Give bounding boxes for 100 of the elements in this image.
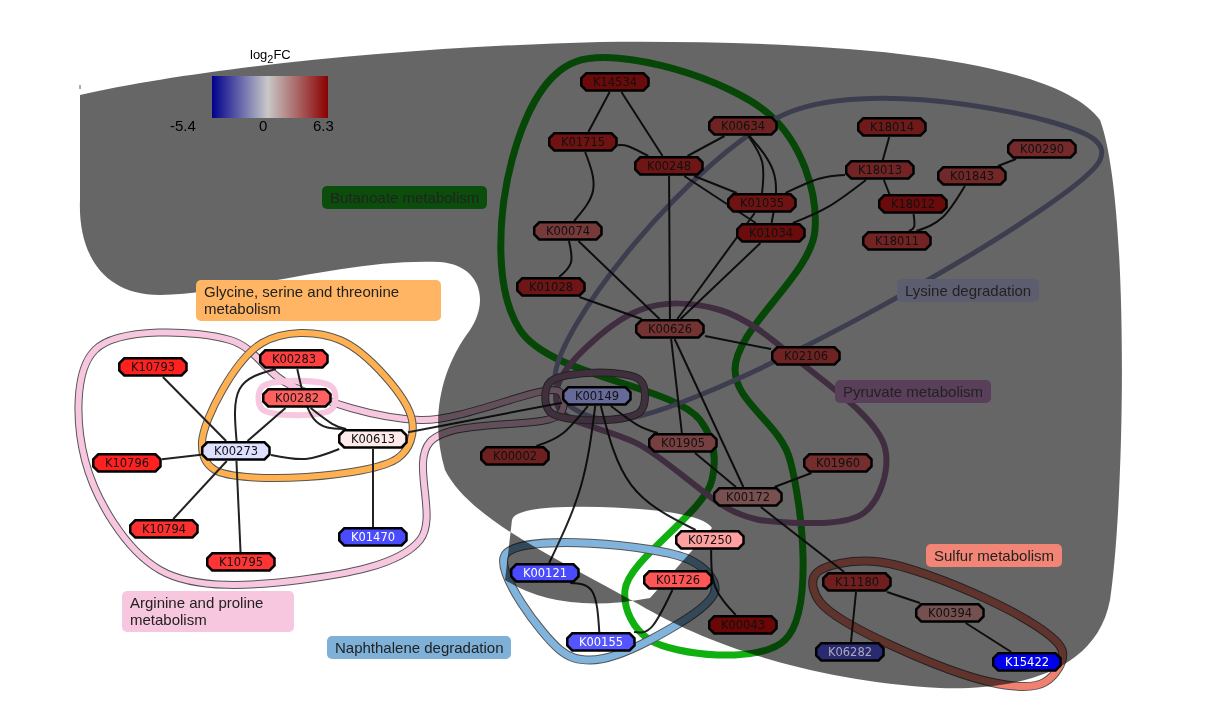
gene-node: [915, 603, 985, 623]
connector-line: [686, 135, 726, 157]
gene-node: [803, 453, 873, 473]
gene-id: K10794: [141, 522, 187, 536]
connector-line: [673, 338, 745, 488]
gene-node: [480, 446, 550, 466]
gene-id: K01905: [660, 436, 706, 450]
gene-node: [259, 349, 329, 369]
gene-id: K00290: [1019, 142, 1065, 156]
connector-line: [759, 506, 846, 573]
gene-id: K18014: [869, 120, 915, 134]
gene-id: K14534: [592, 75, 638, 89]
gene-id: K18012: [890, 197, 936, 211]
gene-id: K00626: [647, 322, 693, 336]
scale-tick-label: 0: [259, 117, 268, 134]
gene-id: K00394: [927, 606, 973, 620]
connector-line: [270, 448, 341, 461]
connector-line: [668, 175, 671, 320]
pathway-label: Naphthalene degradation: [327, 636, 512, 660]
gene-node: [708, 116, 778, 136]
gene-id: K18011: [874, 234, 920, 248]
gene-id: K10796: [104, 456, 150, 470]
connector-line: [309, 407, 348, 430]
connector-line: [172, 460, 228, 520]
gene-id: K06282: [827, 645, 873, 659]
gene-id: K18013: [857, 163, 903, 177]
gene-node: [648, 433, 718, 453]
gene-node: [675, 530, 745, 550]
connector-line: [679, 242, 762, 320]
connector-line: [246, 407, 287, 442]
gene-id: K00634: [720, 119, 766, 133]
gene-id: K00172: [725, 490, 771, 504]
gene-node: [92, 453, 162, 473]
gene-node: [566, 632, 636, 652]
gene-id: K00043: [720, 618, 766, 632]
gene-id: K10793: [130, 360, 176, 374]
connector-line: [710, 549, 737, 616]
gene-id: K01035: [739, 196, 785, 210]
pathway-label: Sulfur metabolism: [926, 544, 1063, 568]
connector-line: [558, 240, 573, 278]
connector-line: [548, 405, 597, 564]
connector-line: [915, 185, 966, 232]
gene-node: [338, 527, 408, 547]
gene-id: K07250: [687, 533, 733, 547]
connector-line: [784, 174, 846, 194]
gene-id: K11180: [834, 575, 880, 589]
gene-id: K00155: [578, 635, 624, 649]
connector-line: [694, 452, 737, 488]
pathway-label: Arginine and proline metabolism: [122, 591, 294, 632]
scale-tick-label: 6.3: [313, 117, 334, 134]
connector-line: [704, 334, 772, 351]
pathway-label: Glycine, serine and threonine metabolism: [196, 280, 441, 321]
gene-id: K00273: [213, 444, 259, 458]
connector-line: [235, 460, 242, 553]
gene-node: [118, 357, 188, 377]
pathway-label: Pyruvate metabolism: [835, 380, 992, 404]
gene-id: K01034: [748, 226, 794, 240]
connector-line: [573, 151, 595, 222]
gene-node: [516, 277, 586, 297]
connector-line: [996, 158, 1018, 167]
gene-id: K00121: [522, 566, 568, 580]
connector-line: [683, 175, 757, 224]
gene-id: K10795: [218, 555, 264, 569]
connector-line: [693, 175, 738, 194]
gene-node: [845, 160, 915, 180]
connector-line: [886, 591, 921, 604]
gene-node: [643, 570, 713, 590]
gene-node: [815, 642, 885, 662]
gene-node: [201, 441, 271, 461]
gene-node: [878, 194, 948, 214]
connector-line: [569, 582, 601, 633]
connector-line: [599, 405, 697, 531]
scale-title: log$_{2}$FC: [250, 47, 291, 65]
gene-node: [548, 132, 618, 152]
connector-line: [372, 448, 374, 528]
gene-id: K01028: [528, 280, 574, 294]
connector-line: [907, 213, 916, 232]
gene-node: [727, 193, 797, 213]
gene-node: [857, 117, 927, 137]
gene-id: K15422: [1004, 655, 1050, 669]
gene-id: K01470: [350, 530, 396, 544]
gene-node: [713, 487, 783, 507]
connector-line: [964, 622, 1013, 653]
gene-node: [822, 572, 892, 592]
gene-node: [129, 519, 199, 539]
connector-line: [535, 405, 589, 447]
connector-line: [670, 338, 683, 434]
gene-node: [992, 652, 1062, 672]
gene-id: K00002: [492, 449, 538, 463]
connector-line: [747, 135, 765, 194]
connector-line: [407, 401, 563, 434]
connector-line: [676, 212, 756, 320]
gene-id: K00613: [350, 432, 396, 446]
gene-node: [736, 223, 806, 243]
connector-line: [577, 240, 661, 320]
gene-id: K00248: [646, 159, 692, 173]
gene-node: [510, 563, 580, 583]
gene-node: [1007, 139, 1077, 159]
connector-line: [161, 376, 228, 442]
gene-id: K00283: [271, 352, 317, 366]
